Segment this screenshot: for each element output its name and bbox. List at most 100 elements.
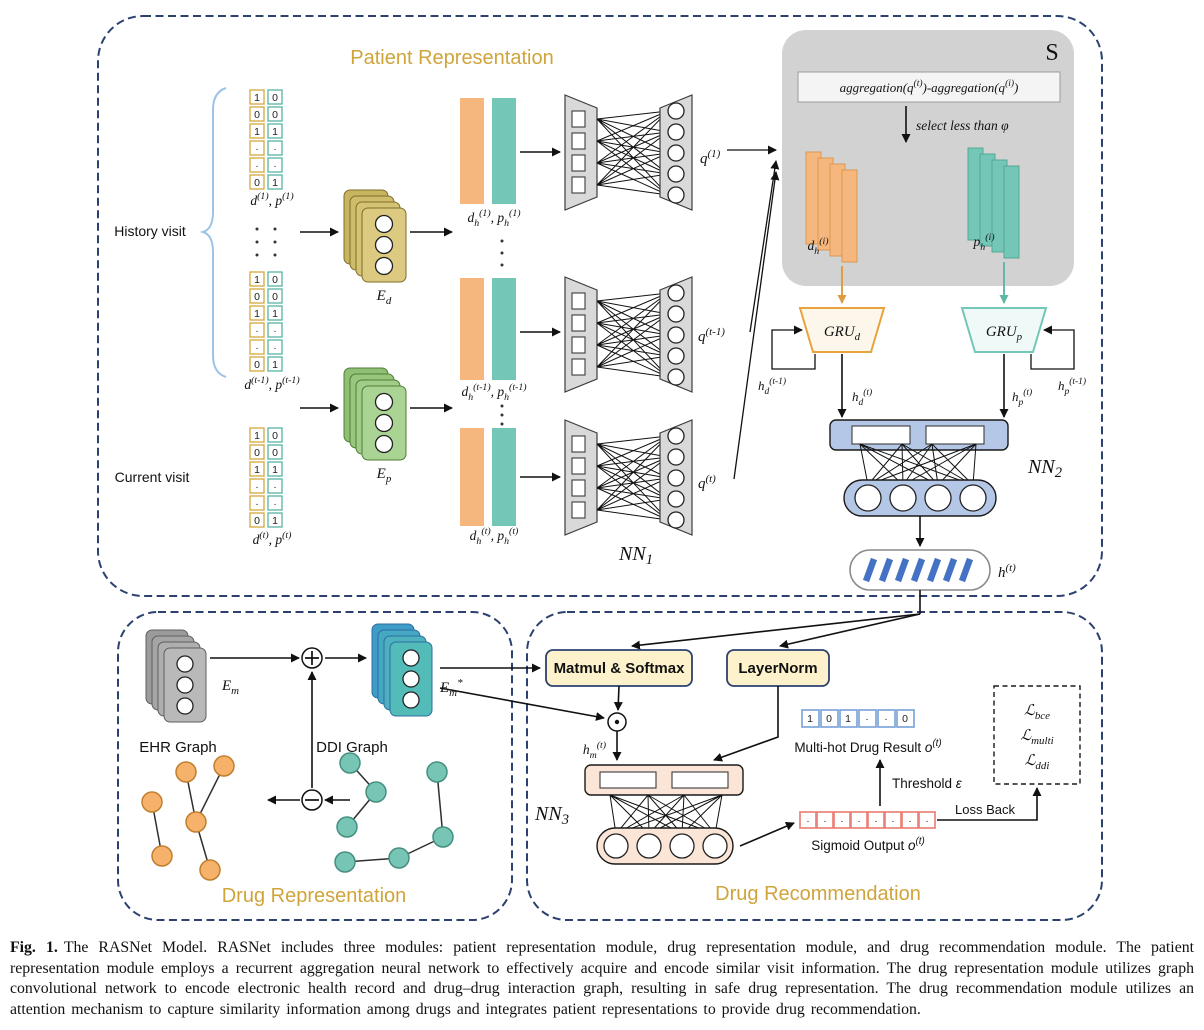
ed-label: Ed xyxy=(376,288,392,307)
dhi-label: dh(i) xyxy=(808,236,829,257)
loss-back-label: Loss Back xyxy=(955,802,1015,817)
multihot-cell-value: 0 xyxy=(826,713,832,725)
nn2-block: NN2 xyxy=(829,419,1062,517)
visit-cell xyxy=(267,89,283,105)
sigmoid-cell-value: · xyxy=(891,815,895,827)
graph-node xyxy=(336,816,358,838)
select-threshold-label: select less than φ xyxy=(916,118,1009,133)
nn2-label: NN2 xyxy=(1027,456,1062,481)
visit-cell-value: · xyxy=(273,342,277,354)
bar-pair-1-label: dh(1), ph(1) xyxy=(467,208,520,229)
nn-input-unit xyxy=(571,457,586,475)
aggregation-formula: aggregation(q(t))-aggregation(q(i)) xyxy=(840,78,1019,95)
visit-cell xyxy=(249,478,265,494)
multihot-cell xyxy=(896,709,915,728)
ht-label: h(t) xyxy=(998,562,1016,581)
selected-diagnosis-stack: dh(i) xyxy=(805,151,858,263)
loss-ddi-label: ℒddi xyxy=(1025,753,1050,772)
arrow xyxy=(733,171,780,480)
aggregation-formula-box xyxy=(797,71,1061,103)
hdt-label: hd(t) xyxy=(852,387,872,408)
nn2-input-unit xyxy=(851,425,911,445)
visit-cell-value: · xyxy=(273,325,277,337)
arrow xyxy=(739,821,795,847)
ehr-graph xyxy=(141,755,235,881)
nn-node xyxy=(667,144,685,162)
embedding-node xyxy=(176,655,194,673)
selected-bar xyxy=(841,169,858,263)
visit-cell xyxy=(249,157,265,173)
visit-cell xyxy=(267,322,283,338)
nn-input-unit xyxy=(571,435,586,453)
hdt1-label: hd(t-1) xyxy=(758,376,786,397)
gru-d-unit xyxy=(798,307,886,353)
sigmoid-cell-value: · xyxy=(840,815,844,827)
nn-input-unit xyxy=(571,110,586,128)
nn-node xyxy=(667,368,685,386)
nn-node xyxy=(667,326,685,344)
nn-node xyxy=(667,102,685,120)
visit-cell-value: · xyxy=(273,160,277,172)
figure-caption: Fig. 1.The RASNet Model. RASNet includes… xyxy=(0,928,1204,1020)
visit-cell-value: 1 xyxy=(254,274,260,286)
visit-cell-value: 0 xyxy=(272,92,278,104)
sigmoid-cell xyxy=(918,811,936,829)
visit-cell xyxy=(267,271,283,287)
visit-cell-value: 1 xyxy=(272,308,278,320)
selected-bar xyxy=(1003,165,1020,259)
visit-cell-value: 0 xyxy=(254,515,260,527)
nn-input-unit xyxy=(571,479,586,497)
visit-cell xyxy=(267,356,283,372)
visit-cell xyxy=(249,339,265,355)
state-bar xyxy=(926,557,942,583)
s-box-label: S xyxy=(1045,40,1058,66)
qt-label: q(t) xyxy=(698,473,716,492)
nn-node xyxy=(667,165,685,183)
embedding-node xyxy=(374,256,394,276)
nn1-label: NN1 xyxy=(618,543,653,568)
ellipsis-dots xyxy=(255,227,277,257)
nn-node xyxy=(702,833,728,859)
visit-cell xyxy=(267,305,283,321)
gru-d-feedback-loop xyxy=(771,325,816,370)
dot-product-glyph xyxy=(614,719,620,725)
visit-cell xyxy=(249,305,265,321)
visit-cell-value: 0 xyxy=(272,274,278,286)
embedding-node xyxy=(374,235,394,255)
visit-cell xyxy=(249,322,265,338)
procedure-bar xyxy=(492,278,516,380)
visit-group-1-label: d(1), p(1) xyxy=(250,191,293,208)
sigmoid-cell-value: · xyxy=(908,815,912,827)
drug-rep-module-title: Drug Representation xyxy=(222,885,407,907)
embedding-node xyxy=(374,392,394,412)
gru-units: GRUd GRUp hd(t-1) hp(t-1) hd(t) hp(t) xyxy=(758,262,1086,418)
bar-pair-3-label: dh(t), ph(t) xyxy=(470,526,519,547)
sigmoid-cell-value: · xyxy=(925,815,929,827)
sigmoid-cell xyxy=(799,811,817,829)
state-bar xyxy=(958,557,974,583)
diagnosis-bar xyxy=(460,278,484,380)
nn-node xyxy=(667,427,685,445)
em-label: Em xyxy=(221,678,239,697)
graph-node xyxy=(199,859,221,881)
nn-node xyxy=(667,511,685,529)
multihot-cell-value: 1 xyxy=(807,713,813,725)
qt1-label: q(t-1) xyxy=(698,326,725,345)
drug-rep-module-border xyxy=(117,611,513,921)
visit-cell xyxy=(267,512,283,528)
similarity-selection-box: S aggregation(q(t))-aggregation(q(i)) se… xyxy=(782,30,1074,286)
sigmoid-cell-value: · xyxy=(874,815,878,827)
sigmoid-output-label: Sigmoid Output o(t) xyxy=(811,836,925,853)
multihot-cell xyxy=(820,709,839,728)
visit-cell xyxy=(249,140,265,156)
q1-label: q(1) xyxy=(700,148,721,167)
drug-rep-connectors xyxy=(210,653,367,805)
visit-cell xyxy=(249,174,265,190)
visit-cell xyxy=(267,495,283,511)
ddi-graph-label: DDI Graph xyxy=(316,739,388,756)
embedding-node xyxy=(402,670,420,688)
arrow xyxy=(631,613,921,650)
caption-text: The RASNet Model. RASNet includes three … xyxy=(10,939,1194,1018)
